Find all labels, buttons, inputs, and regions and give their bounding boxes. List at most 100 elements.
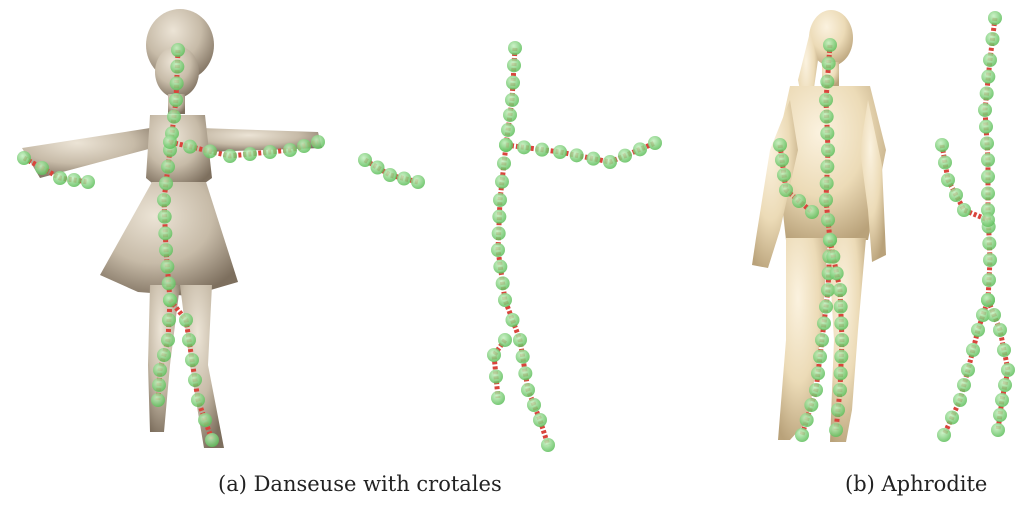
skeleton-node — [169, 93, 183, 107]
skeleton-node — [223, 149, 237, 163]
skeleton-node — [957, 203, 971, 217]
skeleton-node — [297, 139, 311, 153]
skeleton-node — [795, 428, 809, 442]
skeleton-node — [981, 213, 995, 227]
skeleton-node — [499, 138, 513, 152]
skeleton-node — [188, 373, 202, 387]
skeleton-node — [161, 333, 175, 347]
skeleton-node — [995, 393, 1009, 407]
skeleton-node — [805, 205, 819, 219]
skeleton-node — [993, 323, 1007, 337]
skeleton-node — [158, 226, 172, 240]
skeleton-node — [495, 175, 509, 189]
skeleton-node — [517, 140, 531, 154]
skeleton-node — [991, 423, 1005, 437]
skeleton-node — [981, 153, 995, 167]
skeleton-node — [170, 76, 184, 90]
skeleton-node — [553, 145, 567, 159]
caption-aphrodite: (b) Aphrodite — [845, 472, 987, 496]
skeleton-node — [820, 160, 834, 174]
skeleton-node — [833, 283, 847, 297]
skeleton-node — [941, 173, 955, 187]
skeleton-node — [151, 393, 165, 407]
skeleton-node — [157, 348, 171, 362]
skeleton-node — [821, 213, 835, 227]
caption-danseuse: (a) Danseuse with crotales — [218, 472, 502, 496]
skeleton-node — [983, 253, 997, 267]
skeleton-node — [618, 149, 632, 163]
skeleton-node — [831, 403, 845, 417]
skeleton-node — [501, 123, 515, 137]
skeleton-node — [491, 391, 505, 405]
skeleton-node — [823, 38, 837, 52]
skeleton-node — [935, 138, 949, 152]
skeleton-node — [835, 333, 849, 347]
skeleton-node — [817, 316, 831, 330]
skeleton-node — [533, 413, 547, 427]
skeleton-node — [570, 148, 584, 162]
skeleton-node — [493, 193, 507, 207]
skeleton-node — [829, 423, 843, 437]
skeleton-node — [516, 350, 530, 364]
skeleton-node — [67, 173, 81, 187]
skeleton-node — [988, 11, 1002, 25]
skeleton-node — [775, 153, 789, 167]
skeleton-node — [497, 156, 511, 170]
skeleton-node — [489, 370, 503, 384]
skeleton-node — [819, 300, 833, 314]
skeleton-node — [492, 226, 506, 240]
skeleton-node — [505, 93, 519, 107]
skeleton-node — [383, 168, 397, 182]
skeleton-node — [171, 43, 185, 57]
skeleton-node — [804, 398, 818, 412]
skeleton-node — [820, 75, 834, 89]
skeleton-node — [158, 210, 172, 224]
skeleton-node — [586, 152, 600, 166]
skeleton-node — [777, 168, 791, 182]
skeleton-node — [949, 188, 963, 202]
skeleton-node — [819, 193, 833, 207]
skeleton-node — [35, 161, 49, 175]
skeleton-node — [981, 70, 995, 84]
skeleton-node — [981, 170, 995, 184]
figure-panel — [0, 0, 1015, 460]
skeleton-node — [185, 353, 199, 367]
skeleton-node — [493, 260, 507, 274]
skeleton-node — [986, 32, 1000, 46]
skeleton-node — [159, 243, 173, 257]
skeleton-node — [205, 433, 219, 447]
skeleton-node — [822, 56, 836, 70]
skeleton-node — [263, 145, 277, 159]
skeleton-node — [53, 171, 67, 185]
skeleton-node — [966, 343, 980, 357]
skeleton-node — [813, 350, 827, 364]
skeleton-node — [981, 186, 995, 200]
skeleton-node — [487, 348, 501, 362]
skeleton-node — [834, 316, 848, 330]
skeleton-node — [513, 333, 527, 347]
skeleton-node — [1001, 363, 1015, 377]
skeleton-node — [541, 438, 555, 452]
skeleton-node — [311, 135, 325, 149]
skeleton-node — [980, 86, 994, 100]
skeleton-node — [163, 293, 177, 307]
skeleton-node — [833, 383, 847, 397]
skeleton-node — [945, 411, 959, 425]
skeleton-node — [503, 108, 517, 122]
skeleton-node — [162, 276, 176, 290]
skeleton-node — [508, 41, 522, 55]
skeleton-node — [982, 273, 996, 287]
skeleton-node — [358, 153, 372, 167]
skeleton-node — [826, 250, 840, 264]
skeleton-node — [152, 378, 166, 392]
skeleton-node — [492, 210, 506, 224]
skeleton-node — [820, 110, 834, 124]
skeleton-node — [283, 143, 297, 157]
skeleton-node — [979, 120, 993, 134]
skeleton-node — [518, 366, 532, 380]
skeleton-node — [397, 172, 411, 186]
skeleton-node — [821, 143, 835, 157]
skeleton-node — [809, 383, 823, 397]
skeleton-node — [998, 378, 1012, 392]
skeleton-node — [157, 193, 171, 207]
